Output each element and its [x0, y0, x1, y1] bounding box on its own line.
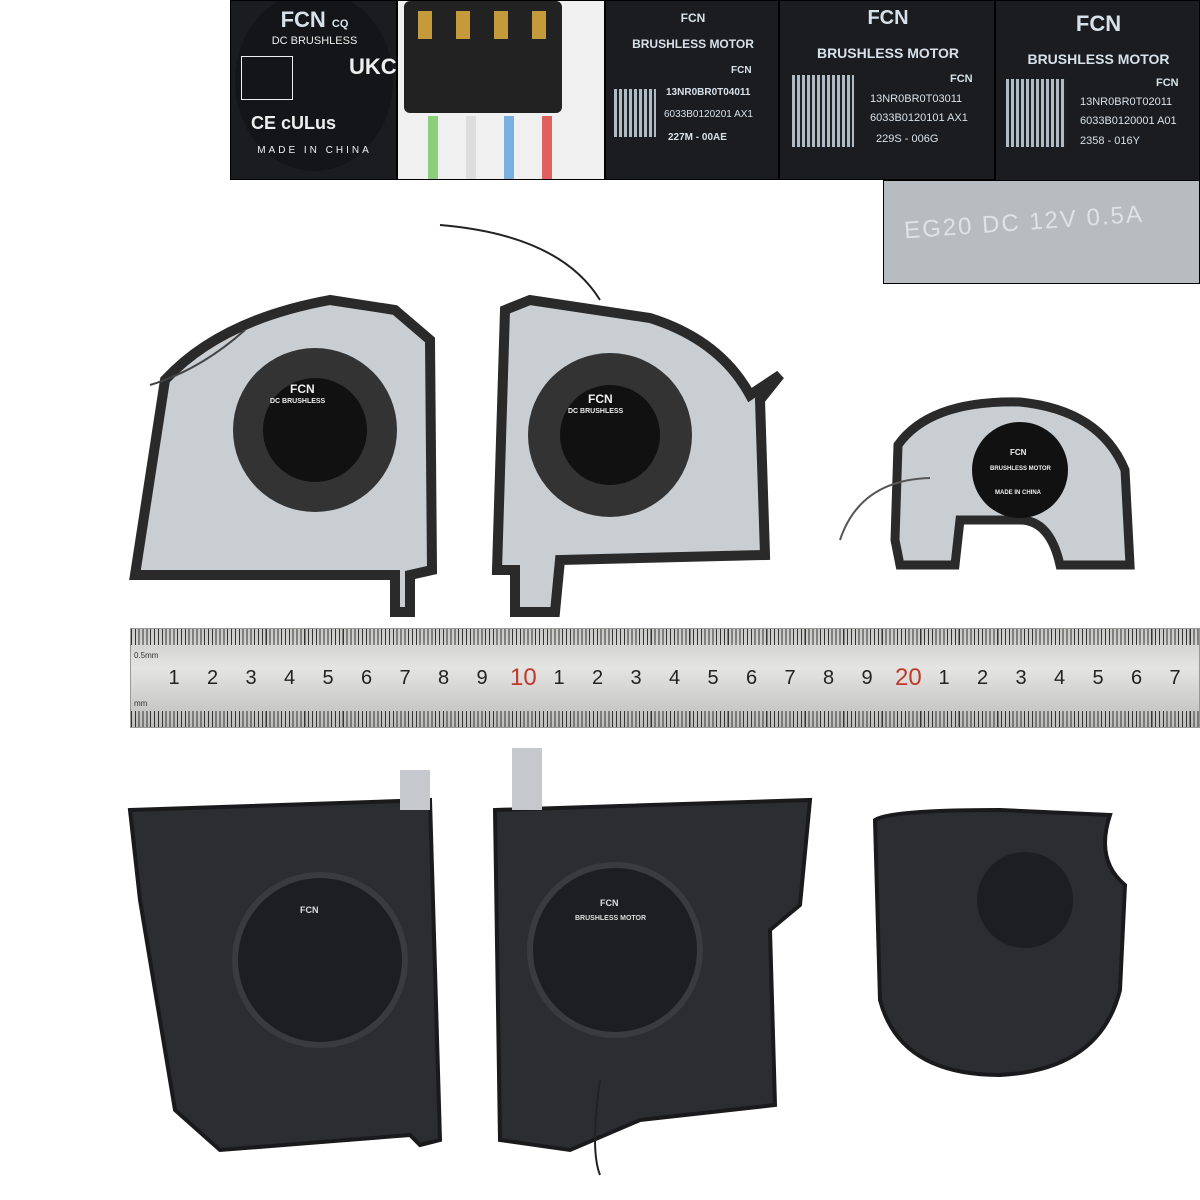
- ruler-number: 20: [895, 664, 922, 691]
- inset-connector: [397, 0, 605, 180]
- ruler-number: 2: [207, 667, 219, 689]
- fan-label: FCN: [588, 392, 613, 406]
- ruler-unit-top: 0.5mm: [134, 651, 159, 660]
- ruler-number: 5: [707, 667, 719, 689]
- inset-fan-label: FCN CQ DC BRUSHLESS UKCA CE cULus MADE I…: [230, 0, 397, 180]
- inset-motor-b: FCN BRUSHLESS MOTOR FCN 13NR0BR0T03011 6…: [779, 0, 995, 180]
- ruler-number: 9: [861, 667, 873, 689]
- ruler-number: 6: [1131, 667, 1143, 689]
- fan-cable: [439, 224, 601, 301]
- ruler-number: 4: [284, 667, 296, 689]
- ruler-number: 8: [438, 667, 450, 689]
- ruler-number: 4: [669, 667, 681, 689]
- ruler-number: 6: [746, 667, 758, 689]
- brand-label: FCN CQ: [280, 7, 349, 32]
- ruler-number: 4: [1054, 667, 1066, 689]
- origin-label: MADE IN CHINA: [257, 145, 372, 156]
- fan-impeller: [232, 872, 408, 1048]
- ruler: 0.5mm mm 1 2 3 4 5 6 7 8 9 10 1 2 3 4 5 6 7 8 9 20 1 2 3 4 5 6 7: [130, 628, 1200, 728]
- fan-hub-label: [972, 422, 1068, 518]
- ruler-unit-bottom: mm: [134, 699, 148, 708]
- fan-hub-label: [560, 385, 660, 485]
- mounting-bracket: [512, 748, 542, 810]
- ruler-number: 2: [977, 667, 989, 689]
- ruler-number: 7: [399, 667, 411, 689]
- ruler-number: 3: [630, 667, 642, 689]
- fan-label: BRUSHLESS MOTOR: [990, 466, 1051, 472]
- ruler-number: 9: [476, 667, 488, 689]
- inset-motor-a: FCN BRUSHLESS MOTOR FCN 13NR0BR0T04011 6…: [605, 0, 779, 180]
- fan-impeller: [977, 852, 1073, 948]
- fan-label: BRUSHLESS MOTOR: [575, 915, 647, 922]
- fan-label: FCN: [290, 382, 315, 396]
- ruler-number: 8: [823, 667, 835, 689]
- fan-label: FCN: [1010, 448, 1027, 457]
- fan-label: DC BRUSHLESS: [568, 408, 624, 415]
- ruler-number: 1: [168, 667, 180, 689]
- qr-code: [1006, 79, 1066, 147]
- ruler-number: 5: [1092, 667, 1104, 689]
- ruler-number: 5: [322, 667, 334, 689]
- qr-code: [614, 89, 656, 137]
- qr-code: [792, 75, 854, 147]
- ruler-number: 10: [510, 664, 537, 691]
- ruler-number: 6: [361, 667, 373, 689]
- fan-label: FCN: [600, 898, 619, 908]
- tuv-logo: [241, 56, 293, 100]
- inset-embossed-text: EG20 DC 12V 0.5A: [883, 180, 1200, 284]
- ruler-number: 2: [592, 667, 604, 689]
- fan-hub-label: [263, 378, 367, 482]
- fan-bottom-right: [872, 807, 1128, 1078]
- ruler-number: 7: [784, 667, 796, 689]
- ruler-number: 1: [553, 667, 565, 689]
- fan-label: FCN: [300, 905, 319, 915]
- fan-label: DC BRUSHLESS: [270, 398, 326, 405]
- mounting-bracket: [400, 770, 430, 810]
- fan-label: MADE IN CHINA: [995, 490, 1041, 496]
- type-label: DC BRUSHLESS: [271, 35, 358, 47]
- ruler-number: 3: [1015, 667, 1027, 689]
- ruler-number: 1: [938, 667, 950, 689]
- ruler-number: 7: [1169, 667, 1181, 689]
- fan-cable: [594, 1079, 601, 1176]
- fan-cable: [839, 477, 931, 541]
- ruler-number: 3: [245, 667, 257, 689]
- ce-ul-marks: CE cULus: [251, 113, 337, 133]
- inset-motor-c: FCN BRUSHLESS MOTOR FCN 13NR0BR0T02011 6…: [995, 0, 1200, 182]
- fan-cable: [149, 329, 246, 386]
- fan-impeller: [527, 862, 703, 1038]
